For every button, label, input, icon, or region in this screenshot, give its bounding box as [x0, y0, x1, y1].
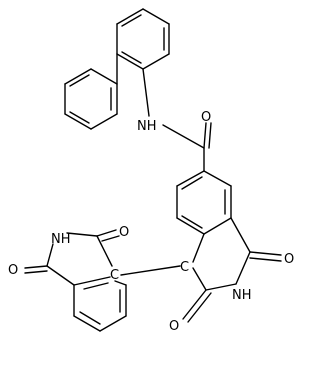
amide-co-bond — [203, 122, 207, 149]
atom-o-amide: O — [201, 110, 211, 125]
atom-nh-right-imide: NH — [232, 288, 252, 303]
molecule-svg: NH O O NH O C — [8, 8, 294, 334]
atom-nh-amide: NH — [137, 119, 157, 134]
central-benzene-ring — [176, 170, 232, 235]
biphenyl-upper-ring — [116, 8, 170, 70]
atom-nh-left-imide: NH — [51, 232, 71, 247]
atom-c-spiro-left: C — [110, 268, 119, 283]
spiro-link-bond — [120, 265, 181, 276]
atom-o-right-imide-bottom: O — [169, 319, 179, 334]
biphenyl-lower-ring — [64, 68, 118, 130]
nh-to-carbonyl-bond — [162, 124, 205, 149]
atom-o-top-left: O — [119, 225, 129, 240]
lower-left-benzene-ring — [73, 280, 127, 332]
atom-c-spiro-right: C — [180, 260, 189, 275]
ring-to-nh-bond — [142, 68, 150, 117]
right-imide-ring — [182, 217, 282, 323]
atom-o-left-imide: O — [8, 263, 18, 278]
structure-drawing: NH O O NH O C — [8, 8, 294, 334]
atom-o-right-imide-top: O — [284, 252, 294, 267]
left-imide-ring — [24, 229, 120, 286]
